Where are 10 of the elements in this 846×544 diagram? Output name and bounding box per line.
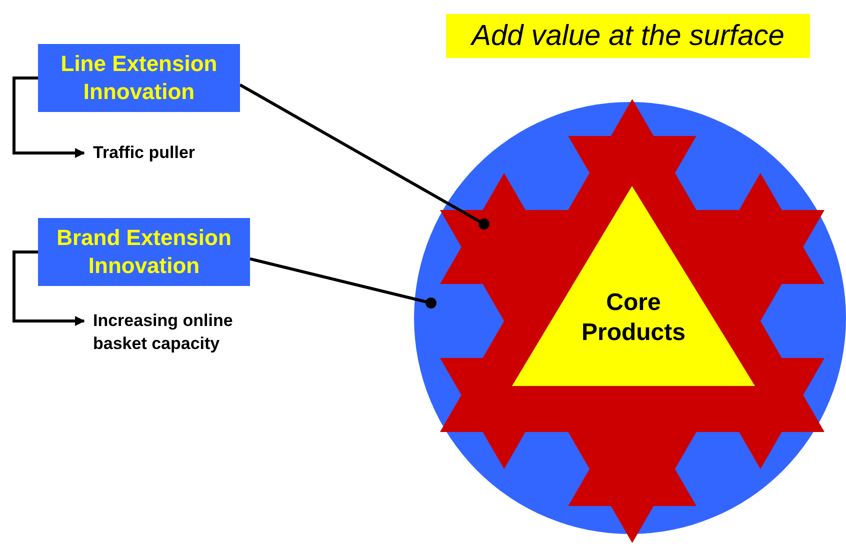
elbow-arrow [12, 76, 85, 158]
outcome-text: Increasing online basket capacity [93, 309, 283, 357]
outcome-text: Traffic puller [93, 141, 233, 165]
title-banner: Add value at the surface [446, 14, 810, 58]
leader-line [239, 84, 490, 230]
leader-line [250, 257, 436, 308]
elbow-arrow [12, 250, 85, 326]
label-box: Brand Extension Innovation [38, 218, 250, 286]
core-label: Core Products [580, 288, 686, 348]
label-box: Line Extension Innovation [38, 44, 240, 112]
